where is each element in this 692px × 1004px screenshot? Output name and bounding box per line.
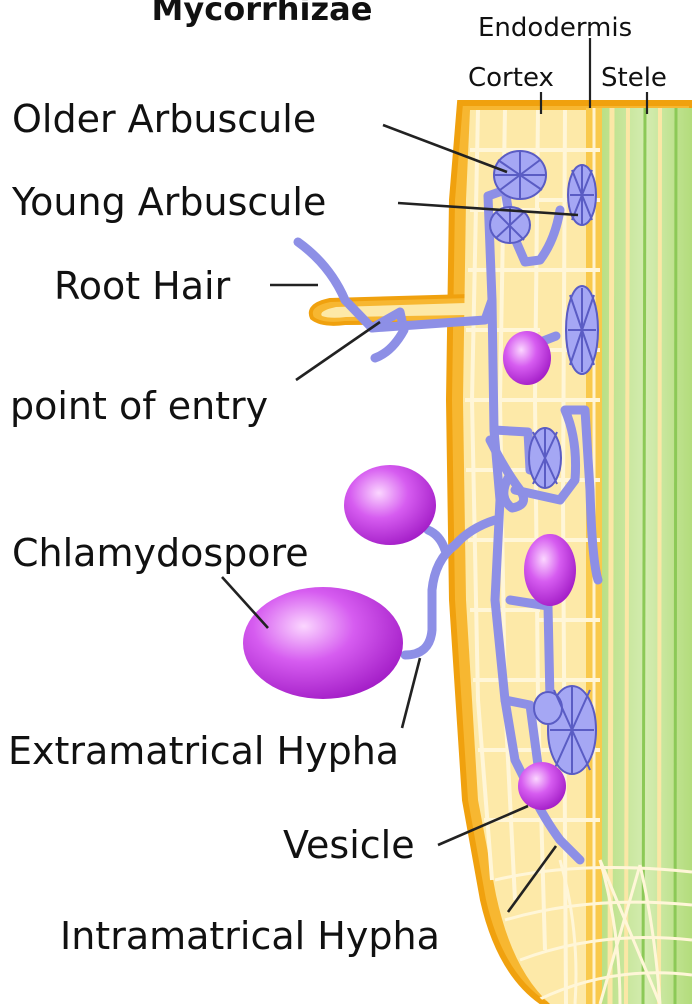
label-extramatrical-hypha: Extramatrical Hypha: [8, 729, 399, 773]
chlamydospore-leader: [222, 577, 268, 628]
label-young-arbuscule: Young Arbuscule: [11, 180, 326, 224]
arbuscule-3: [566, 286, 598, 374]
label-intramatrical-hypha: Intramatrical Hypha: [60, 914, 440, 958]
label-chlamydospore: Chlamydospore: [12, 531, 309, 575]
label-endodermis: Endodermis: [478, 13, 632, 43]
label-stele: Stele: [601, 63, 667, 93]
diagram-title: Mycorrhizae: [152, 0, 373, 28]
chlamydospore-large: [243, 587, 403, 699]
extramatrical-hypha-leader: [402, 658, 420, 728]
label-older-arbuscule: Older Arbuscule: [12, 97, 316, 141]
chlamydospore-small: [344, 465, 436, 545]
label-cortex: Cortex: [468, 63, 554, 93]
label-vesicle: Vesicle: [283, 823, 415, 867]
vesicle-middle: [524, 534, 576, 606]
label-point-of-entry: point of entry: [10, 384, 268, 428]
vesicle-lower: [518, 762, 566, 810]
label-root-hair: Root Hair: [54, 264, 231, 308]
arbuscule-4: [529, 428, 561, 488]
young-arbuscule: [568, 165, 596, 225]
vesicle-upper: [503, 331, 551, 385]
point-of-entry-leader: [296, 322, 380, 380]
